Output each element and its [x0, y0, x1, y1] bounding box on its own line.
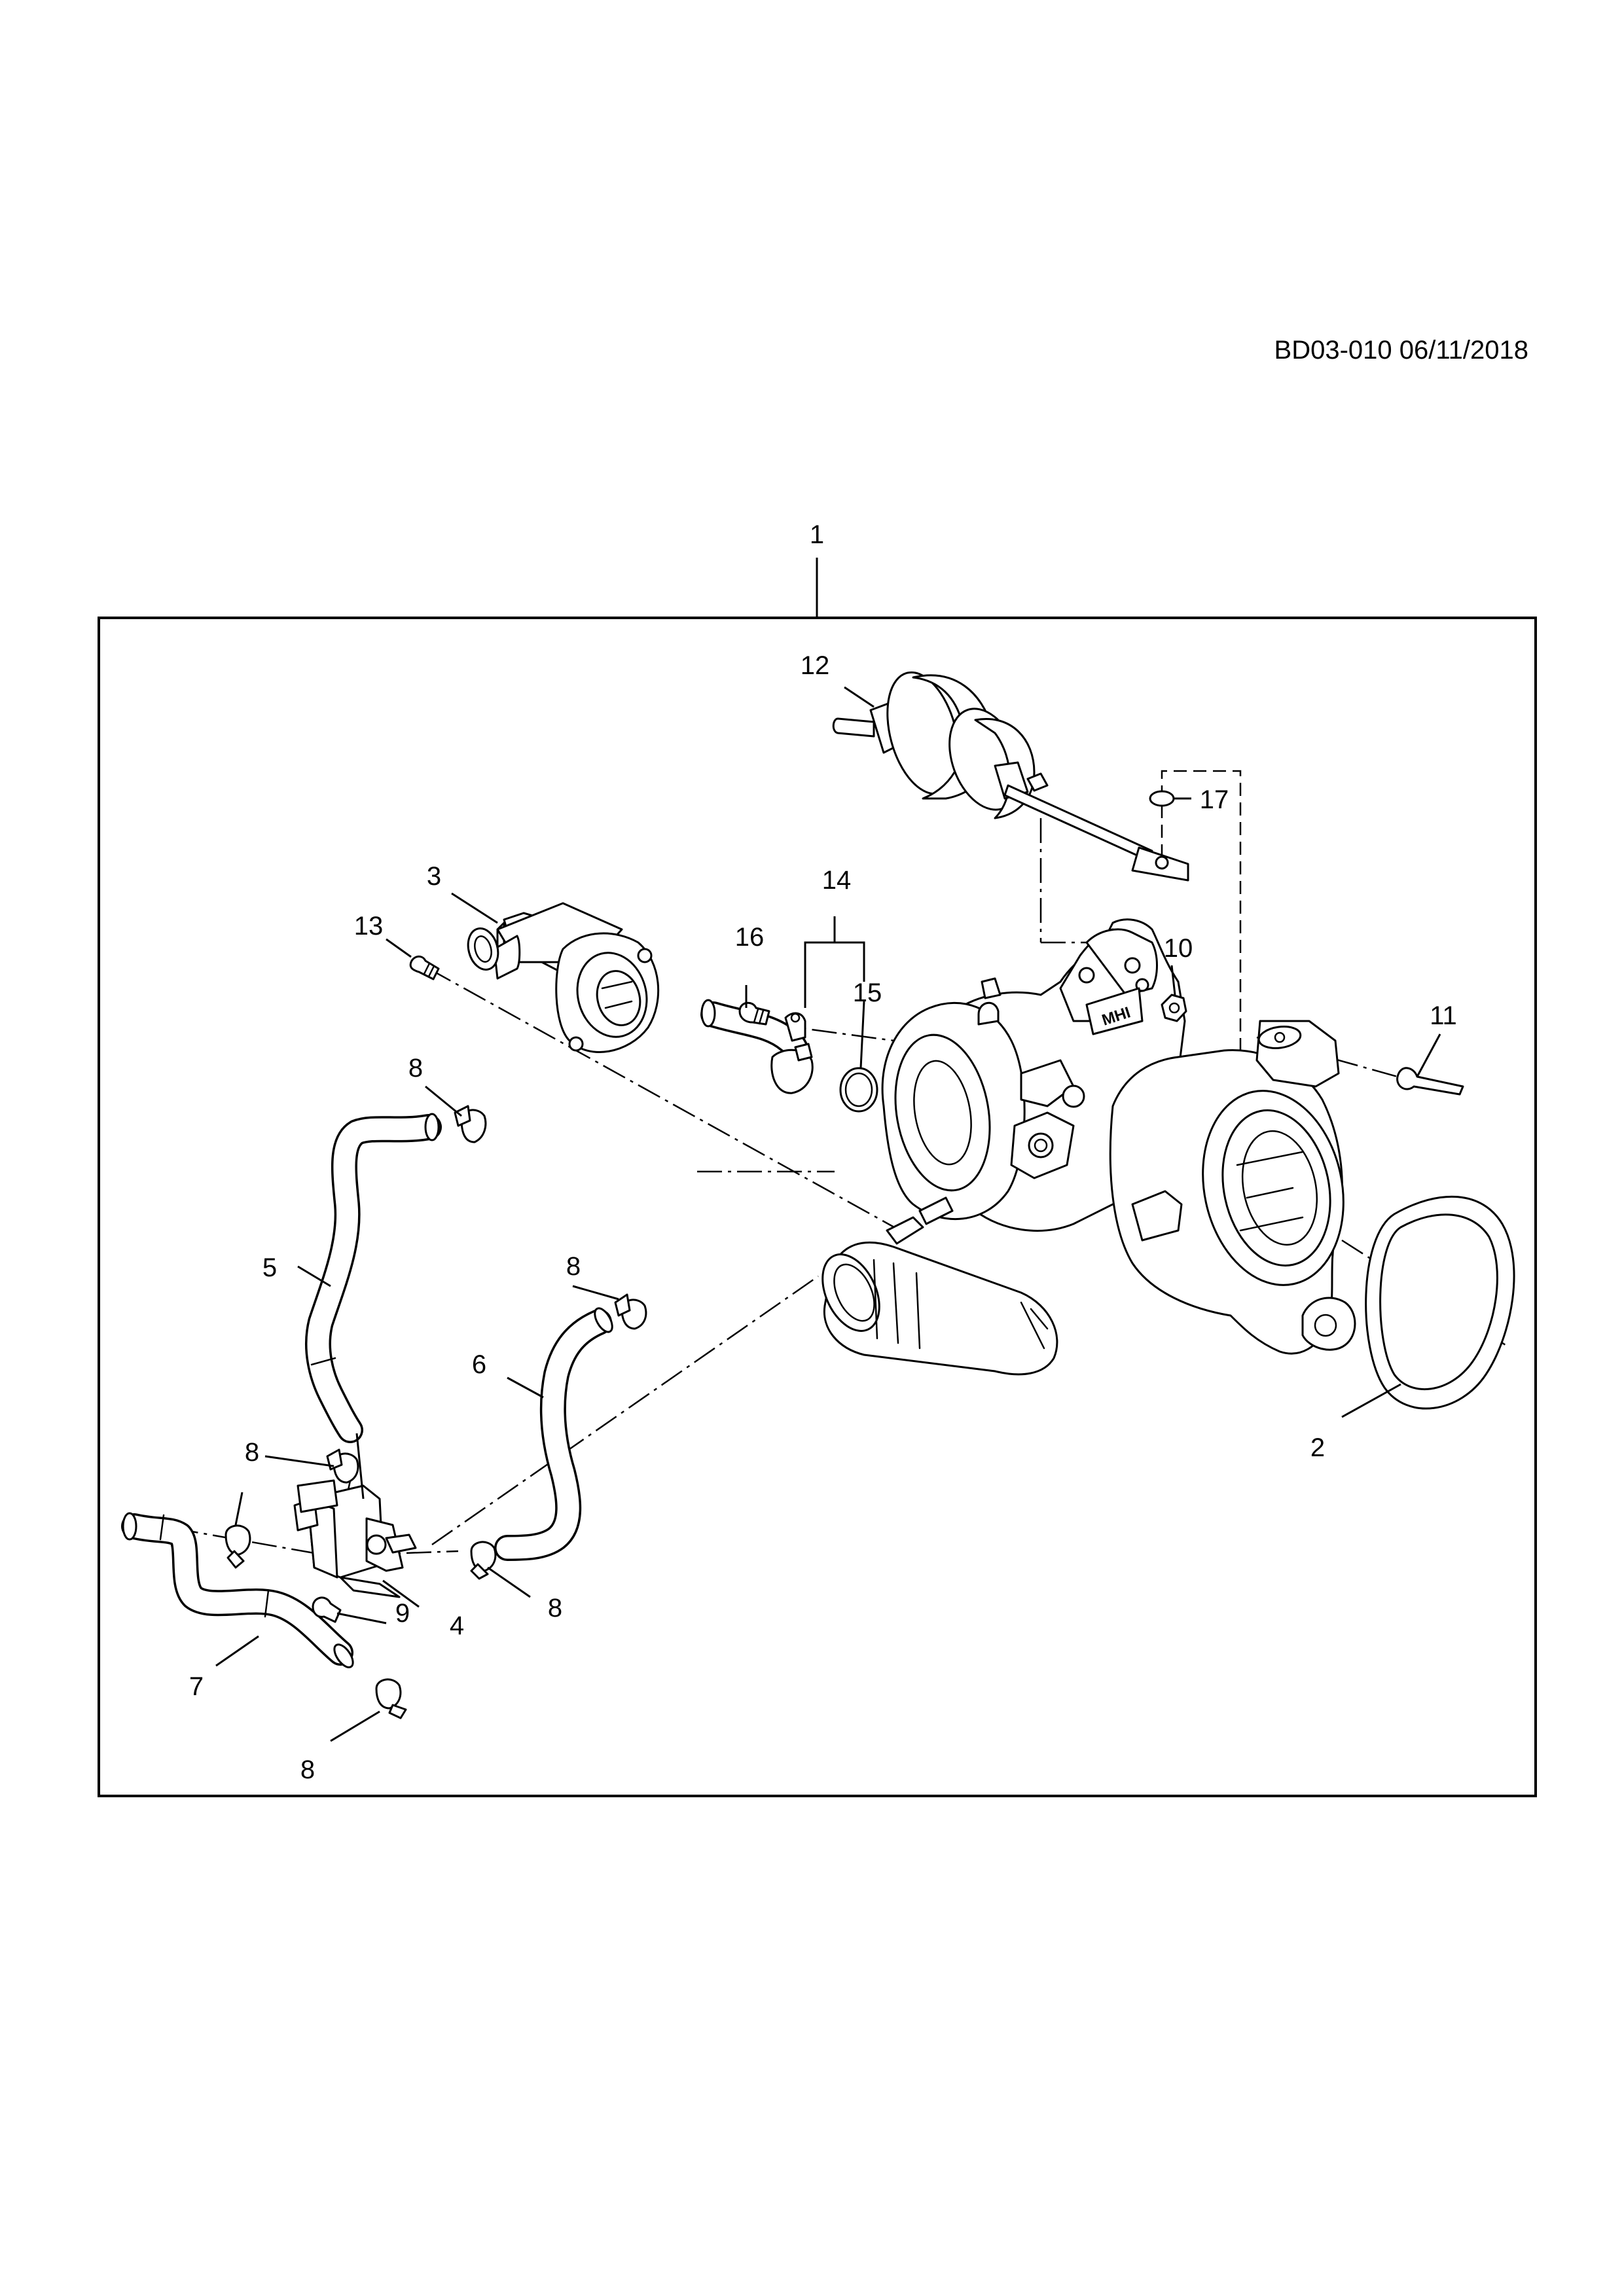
callout-2: 2 [1310, 1433, 1325, 1462]
hose-clamp-8b [614, 1293, 647, 1330]
callout-9: 9 [395, 1599, 410, 1628]
nut-part-10 [1161, 994, 1187, 1022]
leader-4 [382, 1579, 420, 1608]
callout-3: 3 [427, 862, 441, 891]
leader-8f [330, 1710, 380, 1742]
hose-part-7 [121, 1512, 354, 1668]
callout-5: 5 [262, 1253, 277, 1282]
o-ring-part-15-inner [844, 1072, 873, 1107]
callout-15: 15 [853, 978, 882, 1007]
callout-1: 1 [810, 520, 824, 549]
callout-8-d: 8 [548, 1594, 562, 1623]
bolt-part-9 [312, 1596, 342, 1623]
leader-10 [1170, 965, 1176, 996]
solenoid-stub-line [355, 1433, 365, 1499]
hose-clamp-8f [375, 1678, 407, 1719]
hose-part-5 [304, 1113, 442, 1443]
leader-2 [1341, 1383, 1401, 1418]
callout-4: 4 [450, 1611, 464, 1640]
bolt-part-16 [738, 1001, 770, 1026]
wastegate-actuator-part-12 [832, 671, 1189, 882]
leader-15 [859, 1001, 865, 1069]
callout-8-e: 8 [300, 1755, 315, 1784]
clip-part-11 [1396, 1067, 1464, 1096]
solenoid-valve-part-4 [293, 1479, 417, 1598]
leader-14-bracket [804, 941, 865, 982]
diverter-valve-part-3 [467, 902, 660, 1053]
leader-8b [572, 1285, 619, 1300]
oil-pipe-part-14 [700, 999, 814, 1094]
bolt-part-13 [409, 956, 440, 980]
callout-12: 12 [801, 651, 830, 680]
leader-12 [844, 686, 875, 708]
leader-13 [386, 938, 412, 958]
callout-labels: 1 2 3 4 5 6 7 8 8 8 8 8 9 10 11 12 13 14… [189, 520, 1457, 1784]
callout-10: 10 [1164, 934, 1193, 963]
hose-clamp-8d [225, 1524, 251, 1569]
callout-6: 6 [472, 1350, 486, 1379]
diagram-reference: BD03-010 06/11/2018 [1274, 336, 1528, 365]
leader-5 [297, 1265, 331, 1287]
clip-part-17 [1149, 790, 1175, 807]
callout-8-b: 8 [566, 1252, 581, 1281]
leader-3 [451, 892, 498, 924]
callout-13: 13 [354, 912, 384, 941]
callout-8-c: 8 [245, 1438, 259, 1467]
gasket-part-2 [1365, 1195, 1515, 1410]
callout-16: 16 [735, 923, 765, 952]
leader-7 [215, 1635, 259, 1667]
callout-11: 11 [1430, 1001, 1457, 1030]
hose-clamp-8e [470, 1541, 497, 1580]
hose-part-6 [494, 1307, 613, 1561]
callout-7: 7 [189, 1672, 204, 1701]
hose-clamp-8c [326, 1448, 359, 1484]
callout-14: 14 [822, 866, 852, 895]
callout-17: 17 [1200, 785, 1229, 814]
hose-clamp-8a [454, 1105, 487, 1143]
leader-8e [487, 1566, 531, 1598]
leader-6 [507, 1376, 544, 1399]
leader-8a [425, 1085, 462, 1117]
leader-9 [336, 1612, 387, 1624]
turbocharger-housing: MHI [821, 918, 1356, 1376]
callout-8-a: 8 [408, 1054, 423, 1083]
leader-8d [234, 1492, 244, 1526]
leader-8c [264, 1455, 334, 1467]
leader-11 [1416, 1033, 1441, 1077]
